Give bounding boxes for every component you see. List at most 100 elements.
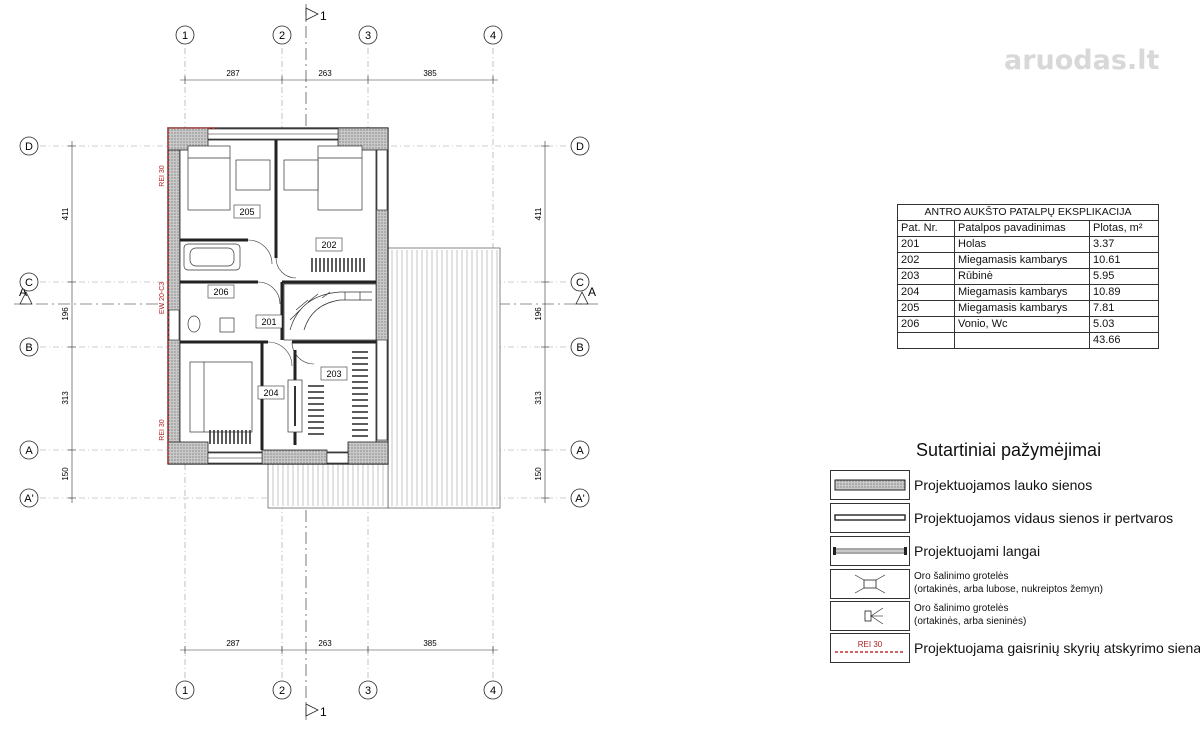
window-symbol [833,547,907,555]
ceiling-vent-icon [854,574,886,594]
cell-number: 202 [897,252,955,269]
cell-area: 7.81 [1089,300,1159,317]
dimension-lines [68,76,549,654]
dim-right-1: 411 [534,207,543,220]
room-206: 206 [213,287,228,297]
dim-right-4: 150 [534,467,543,481]
room-labels [207,204,348,400]
room-201: 201 [261,317,276,327]
dim-top-3: 385 [423,69,437,78]
cell-number: 204 [897,284,955,301]
axis-2-bottom: 2 [279,685,285,697]
wall-vent-icon [864,607,884,625]
legend-label: Projektuojama gaisrinių skyrių atskyrimo… [914,640,1200,656]
cell-name: Vonio, Wc [954,316,1090,333]
axis-a-prime-right: A' [575,493,584,505]
axis-1-bottom: 1 [182,685,188,697]
fire-walls [167,127,218,464]
table-row: 204 Miegamasis kambarys 10.89 [897,284,1159,301]
floor-plan: 1 1 A A 1 2 3 4 1 2 3 4 D C B A A' D C B… [14,4,600,720]
axis-a-right: A [576,445,584,457]
dim-right-2: 196 [534,307,543,321]
axis-1-top: 1 [182,30,188,42]
doors [247,239,315,367]
windows [168,128,388,464]
cell-name: Rūbinė [954,268,1090,285]
cell-total-area: 43.66 [1089,332,1159,349]
header-area: Plotas, m² [1089,220,1159,237]
dim-right-3: 313 [534,391,543,405]
cell-area: 3.37 [1089,236,1159,253]
fire-wall-symbol: REI 30 [835,640,905,653]
axis-4-bottom: 4 [490,685,496,697]
section-label-bottom: 1 [320,705,327,719]
legend-swatch [830,601,910,631]
axis-4-top: 4 [490,30,496,42]
axis-b-left: B [25,342,32,354]
watermark-suffix: lt [1137,45,1160,76]
legend-line-1: Oro šalinimo grotelės [914,603,1009,614]
cell-area: 5.03 [1089,316,1159,333]
cell-number: 201 [897,236,955,253]
axis-c-left: C [25,277,33,289]
table-total-row: 43.66 [897,332,1159,349]
axis-a-left: A [25,445,33,457]
dim-bottom-1: 287 [226,639,240,648]
walkin-shelves [308,351,368,437]
legend-swatch [830,503,910,533]
cell-number: 203 [897,268,955,285]
axis-d-left: D [25,141,33,153]
legend-label: Projektuojamos vidaus sienos ir pertvaro… [914,510,1174,526]
axis-b-right: B [576,342,583,354]
watermark-text: aruodas [1004,45,1127,76]
room-202: 202 [321,240,336,250]
bath-fixtures [183,243,241,333]
table-row: 205 Miegamasis kambarys 7.81 [897,300,1159,317]
table-row: 202 Miegamasis kambarys 10.61 [897,252,1159,269]
watermark-dot: . [1126,45,1138,76]
cell-area: 5.95 [1089,268,1159,285]
cell-number [897,332,955,349]
interior-wall-symbol [834,514,906,521]
column-bubbles-bottom [175,680,503,700]
room-205: 205 [239,207,254,217]
staircase [283,283,377,341]
ew-label: EW 20-C3 [159,282,166,314]
dim-left-1: 411 [61,207,70,220]
cell-number: 206 [897,316,955,333]
header-name: Patalpos pavadinimas [954,220,1090,237]
cell-name: Holas [954,236,1090,253]
row-bubbles [19,136,590,508]
column-bubbles-top [175,25,503,45]
table-row: 203 Rūbinė 5.95 [897,268,1159,285]
legend-swatch [830,569,910,599]
legend-line-1: Oro šalinimo grotelės [914,571,1009,582]
legend-swatch [830,536,910,566]
watermark-logo: aruodas.lt [1004,45,1159,76]
legend-label: Oro šalinimo grotelės(ortakinės, arba si… [914,602,1026,628]
header-number: Pat. Nr. [897,220,955,237]
legend-title: Sutartiniai pažymėjimai [916,440,1102,460]
legend-swatch [830,470,910,500]
legend-label: Oro šalinimo grotelės(ortakinės, arba lu… [914,570,1103,596]
cell-name: Miegamasis kambarys [954,300,1090,317]
dim-top-2: 263 [318,69,332,78]
furniture [187,145,363,433]
table-row: 201 Holas 3.37 [897,236,1159,253]
cell-area: 10.89 [1089,284,1159,301]
room-204: 204 [263,388,278,398]
axis-c-right: C [576,277,584,289]
rei-label-upper: REI 30 [159,165,166,187]
cell-name: Miegamasis kambarys [954,284,1090,301]
axis-d-right: D [576,141,584,153]
section-a-left: A [19,285,27,299]
cell-area: 10.61 [1089,252,1159,269]
dim-left-4: 150 [61,467,70,481]
section-a-right: A [588,285,596,299]
table-header-row: Pat. Nr. Patalpos pavadinimas Plotas, m² [897,220,1159,237]
exterior-wall-symbol [834,479,906,491]
dim-left-2: 196 [61,307,70,321]
axis-2-top: 2 [279,30,285,42]
legend-label: Projektuojamos lauko sienos [914,477,1093,493]
dim-top-1: 287 [226,69,240,78]
